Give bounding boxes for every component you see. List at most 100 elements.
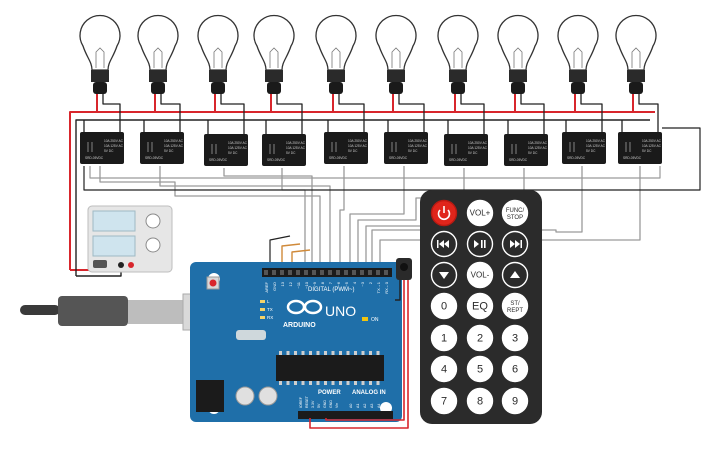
header-pin[interactable]	[360, 270, 364, 275]
light-bulb[interactable]	[497, 14, 539, 94]
up-button[interactable]	[501, 261, 529, 289]
light-bulb[interactable]	[375, 14, 417, 94]
header-pin[interactable]	[344, 270, 348, 275]
header-pin[interactable]	[352, 270, 356, 275]
ps-terminal-neg	[118, 262, 124, 268]
remote-button-label: 6	[512, 364, 518, 376]
remote-button-label: 8	[477, 396, 483, 408]
header-pin[interactable]	[304, 270, 308, 275]
remote-button-label: 0	[441, 301, 447, 313]
remote-button-3[interactable]: 3	[501, 324, 529, 352]
remote-button-6[interactable]: 6	[501, 355, 529, 383]
remote-button-4[interactable]: 4	[430, 355, 458, 383]
relay-rating: 10A 250V AC	[408, 139, 428, 143]
atmega-chip	[276, 355, 384, 381]
pin-label: Vin	[335, 403, 339, 408]
remote-button-1[interactable]: 1	[430, 324, 458, 352]
relay-rating: 10A 250V AC	[468, 141, 488, 145]
remote-button-7[interactable]: 7	[430, 387, 458, 415]
wire	[338, 94, 365, 134]
header-pin[interactable]	[368, 270, 372, 275]
light-bulb[interactable]	[615, 14, 657, 94]
reset-button-cap[interactable]	[209, 279, 217, 287]
pin-label: 3.3V	[311, 400, 315, 408]
remote-button-vol-[interactable]: VOL-	[466, 261, 494, 289]
relay-model: SRD-05VDC	[567, 156, 586, 160]
remote-button-label: VOL+	[470, 209, 491, 218]
led-label: L	[267, 299, 270, 304]
wires-back	[69, 94, 701, 277]
pin-label: A4	[377, 404, 381, 408]
remote-button-eq[interactable]: EQ	[466, 292, 494, 320]
remote-button-label: EQ	[472, 301, 488, 313]
header-pin[interactable]	[264, 270, 268, 275]
wire	[460, 94, 485, 134]
led-label: RX	[267, 315, 273, 320]
ps-knob-bottom[interactable]	[145, 237, 161, 253]
analog-label: ANALOG IN	[352, 390, 386, 396]
light-bulb[interactable]	[79, 14, 121, 94]
light-bulb[interactable]	[253, 14, 295, 94]
header-pin[interactable]	[376, 270, 380, 275]
remote-button-label: 5	[477, 364, 483, 376]
light-bulb[interactable]	[437, 14, 479, 94]
remote-button-8[interactable]: 8	[466, 387, 494, 415]
wire	[159, 166, 331, 272]
header-pin[interactable]	[272, 270, 276, 275]
header-pin[interactable]	[288, 270, 292, 275]
prev-button[interactable]	[430, 230, 458, 258]
wire	[160, 94, 181, 134]
power-button[interactable]	[430, 199, 458, 227]
pin-label: ~5	[344, 281, 349, 286]
pin-label: 2	[368, 281, 373, 284]
wires-front	[309, 280, 409, 429]
remote-button-st-rept[interactable]: ST/REPT	[501, 292, 529, 320]
remote-button-func-stop[interactable]: FUNC/STOP	[501, 199, 529, 227]
ps-knob-top[interactable]	[145, 213, 161, 229]
play-pause-button[interactable]	[466, 230, 494, 258]
remote-button-label: 3	[512, 333, 518, 345]
remote-button-0[interactable]: 0	[430, 292, 458, 320]
header-pin[interactable]	[336, 270, 340, 275]
light-bulb[interactable]	[137, 14, 179, 94]
header-pin[interactable]	[384, 270, 388, 275]
relay-label: 5V DC	[642, 149, 652, 153]
light-bulb[interactable]	[315, 14, 357, 94]
relay-rating: 10A 125V AC	[642, 144, 662, 148]
down-button[interactable]	[430, 261, 458, 289]
pin-label: 7	[328, 281, 333, 284]
header-pin[interactable]	[328, 270, 332, 275]
relay-label: 5V DC	[286, 151, 296, 155]
pin-label: TX→1	[376, 281, 381, 293]
next-button[interactable]	[501, 230, 529, 258]
light-bulb[interactable]	[197, 14, 239, 94]
remote-button-9[interactable]: 9	[501, 387, 529, 415]
header-pin[interactable]	[320, 270, 324, 275]
header-pin[interactable]	[280, 270, 284, 275]
ps-switch[interactable]	[93, 260, 107, 268]
wire	[398, 94, 425, 134]
bulbs	[79, 14, 657, 94]
remote-button-vol-[interactable]: VOL+	[466, 199, 494, 227]
header-pin[interactable]	[296, 270, 300, 275]
header-pin[interactable]	[312, 270, 316, 275]
capacitor	[258, 386, 278, 406]
pin-label: ~9	[312, 281, 317, 286]
ps-terminal-pos	[128, 262, 134, 268]
ps-display-top	[92, 210, 136, 232]
remote-button-5[interactable]: 5	[466, 355, 494, 383]
remote-button-2[interactable]: 2	[466, 324, 494, 352]
chip-pins	[279, 351, 380, 385]
relay-rating: 10A 125V AC	[164, 144, 184, 148]
pin-label: ~3	[360, 281, 365, 286]
relay-model: SRD-05VDC	[329, 156, 348, 160]
relay-model: SRD-05VDC	[145, 156, 164, 160]
wire	[83, 127, 701, 191]
light-bulb[interactable]	[557, 14, 599, 94]
